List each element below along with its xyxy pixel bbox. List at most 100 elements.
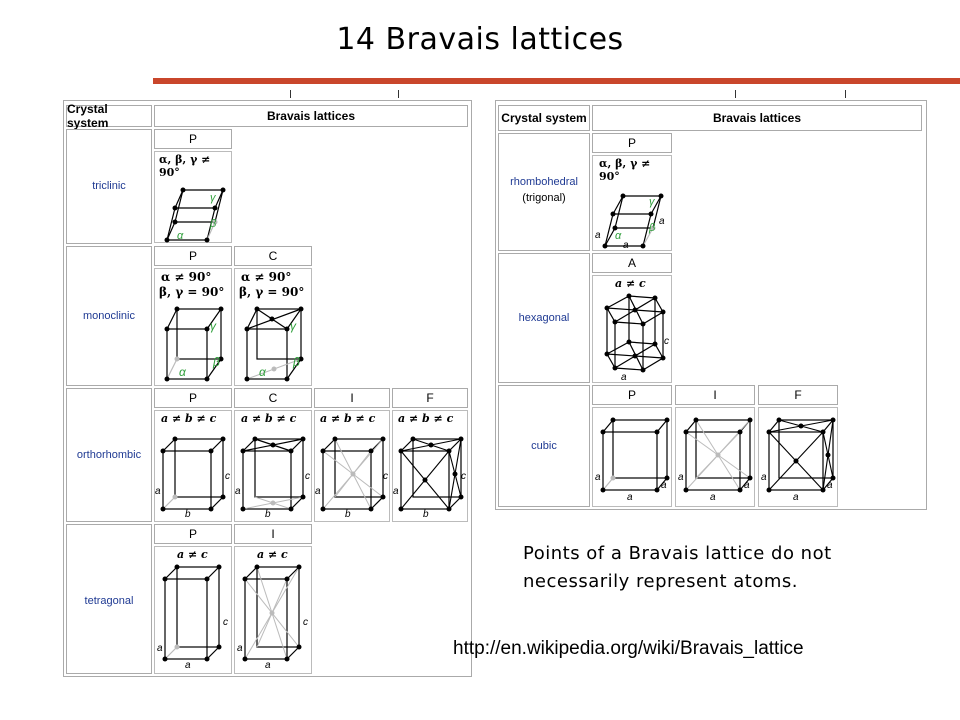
system-cell-orthorhombic: orthorhombic [66, 388, 152, 522]
axis-label-a: a [155, 486, 161, 497]
lattice-type-orthorhombic-f: F [392, 388, 468, 408]
angle-gamma: γ [210, 319, 216, 333]
axis-label-a: a [315, 486, 321, 497]
cubic-p-svg [600, 417, 670, 493]
system-name-tetragonal: tetragonal [84, 595, 134, 607]
axis-label-a: a [621, 372, 627, 383]
system-cell-monoclinic: monoclinic [66, 246, 152, 386]
axis-label-c: c [383, 471, 388, 482]
system-cell-hexagonal: hexagonal [498, 253, 590, 383]
header-bravais-lattices: Bravais lattices [154, 105, 468, 127]
slide-title: 14 Bravais lattices [336, 22, 624, 57]
axis-label-b: b [345, 509, 351, 520]
orthorhombic-c-svg [240, 436, 306, 512]
lattice-drawing-tetragonal-p: a ≠ c c a a [154, 546, 232, 674]
condition-triclinic: α, β, γ ≠ 90° [159, 153, 211, 179]
tetragonal-i-svg [242, 564, 302, 662]
system-cell-cubic: cubic [498, 385, 590, 507]
condition-orthorhombic: a ≠ b ≠ c [398, 412, 454, 425]
angle-beta: β [649, 222, 656, 234]
axis-label-a: a [623, 240, 629, 251]
axis-label-a: a [761, 472, 767, 483]
angle-beta: β [210, 218, 217, 230]
lattice-drawing-orthorhombic-p: a ≠ b ≠ c c a b [154, 410, 232, 522]
lattice-drawing-triclinic-p: α, β, γ ≠ 90° γ β α [154, 151, 232, 243]
bravais-table-right: Crystal system Bravais lattices rhombohe… [495, 100, 927, 510]
axis-label-b: b [423, 509, 429, 520]
axis-label-a: a [793, 492, 799, 503]
condition-hexagonal: a ≠ c [615, 277, 646, 290]
angle-beta: β [293, 355, 300, 369]
lattice-drawing-rhombohedral-p: α, β, γ ≠ 90° γ β α a a a [592, 155, 672, 251]
header-crystal-system: Crystal system [498, 105, 590, 131]
axis-label-a: a [659, 216, 665, 227]
axis-label-b: b [265, 509, 271, 520]
lattice-drawing-orthorhombic-i: a ≠ b ≠ c c a b [314, 410, 390, 522]
system-cell-tetragonal: tetragonal [66, 524, 152, 674]
monoclinic-p-svg [164, 306, 224, 382]
lattice-drawing-hexagonal-a: a ≠ c c a [592, 275, 672, 383]
lattice-type-orthorhombic-i: I [314, 388, 390, 408]
angle-alpha: α [177, 230, 184, 242]
axis-label-a: a [393, 486, 399, 497]
tick-mark [290, 90, 291, 98]
system-name-hexagonal: hexagonal [518, 312, 570, 324]
axis-label-a: a [595, 472, 601, 483]
axis-label-c: c [305, 471, 310, 482]
orthorhombic-i-svg [320, 436, 386, 512]
angle-gamma: γ [649, 196, 655, 208]
cubic-i-svg [683, 417, 753, 493]
header-bravais-lattices: Bravais lattices [592, 105, 922, 131]
system-name-triclinic: triclinic [92, 180, 126, 192]
rhombohedral-svg [602, 193, 664, 249]
axis-label-a: a [595, 230, 601, 241]
system-cell-triclinic: triclinic [66, 129, 152, 244]
condition-monoclinic-2: β, γ = 90° [159, 285, 225, 299]
angle-alpha: α [615, 230, 622, 242]
lattice-type-cubic-i: I [675, 385, 755, 405]
tick-mark [398, 90, 399, 98]
lattice-type-orthorhombic-p: P [154, 388, 232, 408]
axis-label-a: a [827, 480, 833, 491]
axis-label-a: a [185, 660, 191, 671]
condition-orthorhombic: a ≠ b ≠ c [241, 412, 297, 425]
axis-label-c: c [223, 617, 228, 628]
lattice-drawing-cubic-i: a a a [675, 407, 755, 507]
lattice-type-tetragonal-p: P [154, 524, 232, 544]
orthorhombic-p-svg [160, 436, 226, 512]
condition-monoclinic-1: α ≠ 90° [161, 270, 212, 284]
lattice-type-monoclinic-p: P [154, 246, 232, 266]
condition-tetragonal: a ≠ c [257, 548, 288, 561]
condition-rhombohedral: α, β, γ ≠ 90° [599, 157, 651, 183]
bravais-table-left: Crystal system Bravais lattices triclini… [63, 100, 472, 677]
header-crystal-system: Crystal system [66, 102, 152, 130]
lattice-drawing-cubic-f: a a a [758, 407, 838, 507]
condition-orthorhombic: a ≠ b ≠ c [320, 412, 376, 425]
system-name-orthorhombic: orthorhombic [76, 449, 142, 461]
lattice-type-tetragonal-i: I [234, 524, 312, 544]
lattice-drawing-orthorhombic-c: a ≠ b ≠ c c a b [234, 410, 312, 522]
lattice-type-rhombohedral-p: P [592, 133, 672, 153]
triclinic-cell-svg [164, 187, 226, 243]
lattice-drawing-monoclinic-c: α ≠ 90° β, γ = 90° γ β α [234, 268, 312, 386]
axis-label-c: c [664, 336, 669, 347]
source-url[interactable]: http://en.wikipedia.org/wiki/Bravais_lat… [453, 638, 804, 659]
system-name-cubic: cubic [531, 440, 557, 452]
lattice-drawing-tetragonal-i: a ≠ c c a a [234, 546, 312, 674]
axis-label-c: c [303, 617, 308, 628]
condition-tetragonal: a ≠ c [177, 548, 208, 561]
lattice-type-cubic-p: P [592, 385, 672, 405]
angle-alpha: α [259, 365, 266, 379]
angle-gamma: γ [290, 319, 296, 333]
lattice-note: Points of a Bravais lattice do not neces… [523, 543, 832, 592]
system-name-rhombohedral: rhombohedral [510, 176, 578, 188]
lattice-type-triclinic-p: P [154, 129, 232, 149]
axis-label-a: a [627, 492, 633, 503]
angle-beta: β [213, 355, 220, 369]
tick-mark [735, 90, 736, 98]
axis-label-a: a [661, 480, 667, 491]
system-name-monoclinic: monoclinic [83, 310, 135, 322]
axis-label-c: c [461, 471, 466, 482]
lattice-type-hexagonal-a: A [592, 253, 672, 273]
lattice-drawing-orthorhombic-f: a ≠ b ≠ c c a b [392, 410, 468, 522]
